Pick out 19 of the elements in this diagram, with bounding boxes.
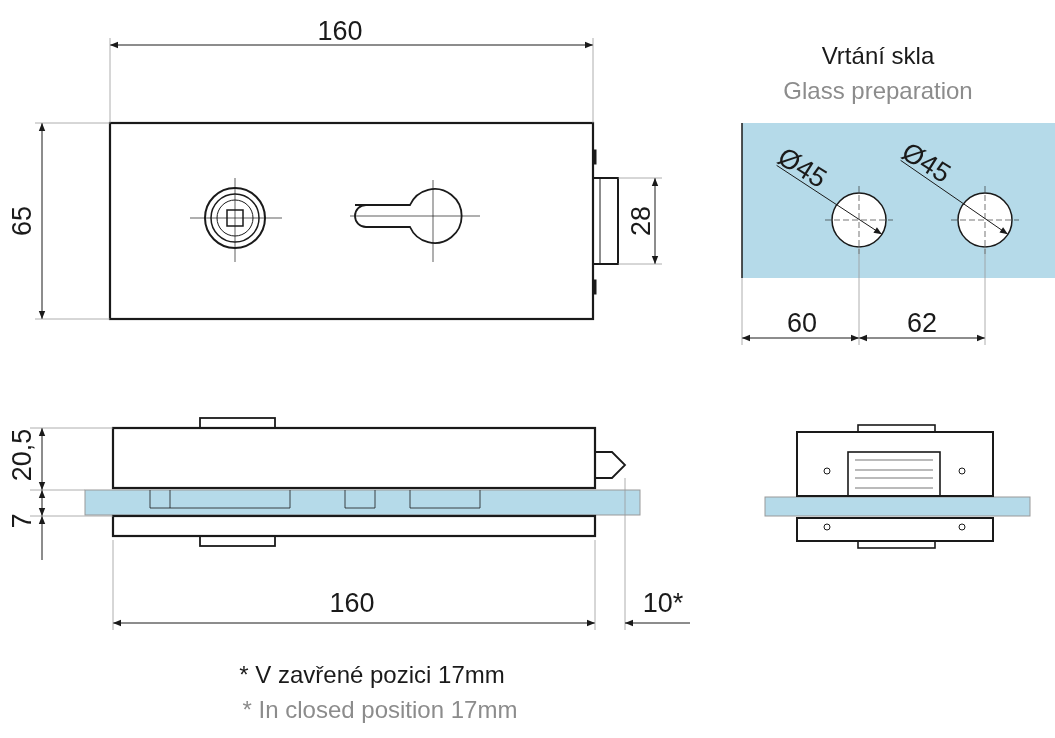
diameter-label: Ø45 (897, 138, 955, 188)
dimension-label: 65 (8, 206, 36, 236)
heading-text: Vrtání skla (821, 44, 935, 68)
leader-line (776, 164, 883, 235)
dimension-label: 62 (907, 309, 937, 337)
dimension-label: 160 (317, 17, 363, 45)
diameter-label: Ø45 (773, 143, 831, 193)
translation-text: Glass preparation (783, 79, 973, 103)
heading-text: * V zavřené pozici 17mm (239, 663, 505, 687)
dimension-label: 160 (329, 589, 375, 617)
dimension-label: 7 (8, 513, 36, 529)
drilled-hole (957, 192, 1013, 248)
leader-line (900, 159, 1009, 235)
dimension-label: 10* (642, 589, 684, 617)
dimension-label: 28 (627, 206, 655, 236)
translation-text: * In closed position 17mm (242, 698, 518, 722)
dimension-label: 20,5 (8, 428, 36, 482)
drilled-hole (831, 192, 887, 248)
dimension-label: 60 (787, 309, 817, 337)
